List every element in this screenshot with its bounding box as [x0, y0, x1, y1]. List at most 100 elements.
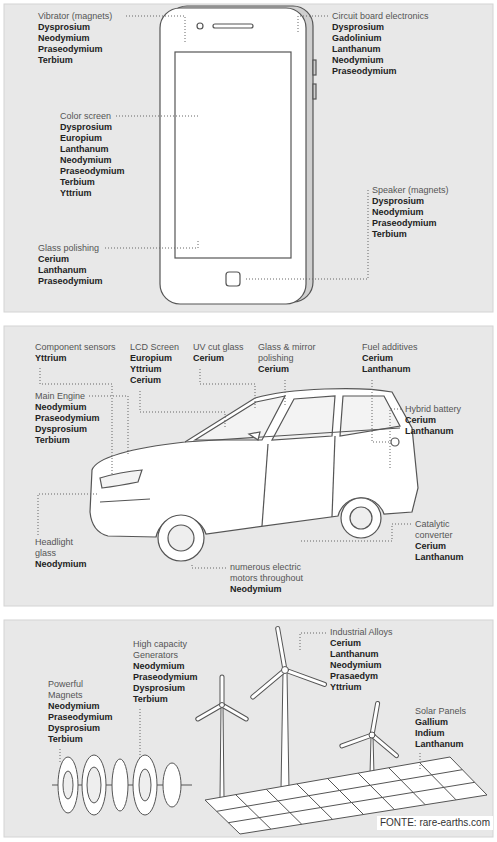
- callout: UV cut glassCerium: [193, 342, 244, 364]
- element-name: Lanthanum: [38, 265, 103, 276]
- element-name: Prasaedym: [330, 671, 393, 682]
- element-name: Terbium: [133, 694, 195, 705]
- element-name: Dysprosium: [48, 723, 96, 734]
- element-name: Terbium: [48, 734, 96, 745]
- element-name: Neodymium: [230, 584, 315, 595]
- callout: numerous electric motors throughoutNeody…: [230, 562, 315, 595]
- callout: LCD ScreenEuropiumYttriumCerium: [130, 342, 179, 386]
- element-name: Indium: [415, 728, 466, 739]
- part-name: Glass & mirror polishing: [258, 342, 324, 364]
- element-name: Cerium: [38, 254, 103, 265]
- element-name: Neodymium: [35, 402, 100, 413]
- panel: [4, 620, 493, 837]
- part-name: Circuit board electronics: [332, 11, 429, 22]
- callout: Fuel additivesCeriumLanthanum: [362, 342, 418, 375]
- element-name: Dysprosium: [133, 683, 195, 694]
- panel: [4, 4, 493, 312]
- part-name: LCD Screen: [130, 342, 179, 353]
- element-name: Praseodymium: [35, 413, 100, 424]
- part-name: Glass polishing: [38, 243, 103, 254]
- element-name: Praseodymium: [372, 218, 449, 229]
- element-name: Cerium: [362, 353, 418, 364]
- element-name: Lanthanum: [60, 144, 125, 155]
- callout: Glass polishingCeriumLanthanumPraseodymi…: [38, 243, 103, 287]
- leader-line: [38, 368, 411, 568]
- element-name: Cerium: [415, 541, 465, 552]
- element-name: Lanthanum: [332, 44, 429, 55]
- generator-drawing: [52, 755, 192, 815]
- element-name: Neodymium: [35, 559, 83, 570]
- part-name: UV cut glass: [193, 342, 244, 353]
- callout: Catalytic converterCeriumLanthanum: [415, 519, 465, 563]
- part-name: Headlight glass: [35, 537, 83, 559]
- element-name: Europium: [60, 133, 125, 144]
- callout: Main EngineNeodymiumPraseodymiumDysprosi…: [35, 391, 100, 446]
- element-name: Praseodymium: [38, 44, 112, 55]
- part-name: Catalytic converter: [415, 519, 465, 541]
- element-name: Praseodymium: [332, 66, 429, 77]
- element-name: Dysprosium: [35, 424, 100, 435]
- callout: High capacity GeneratorsNeodymiumPraseod…: [133, 639, 195, 705]
- element-name: Dysprosium: [38, 22, 112, 33]
- element-name: Lanthanum: [405, 426, 461, 437]
- element-name: Neodymium: [372, 207, 449, 218]
- element-name: Praseodymium: [48, 712, 96, 723]
- element-name: Cerium: [130, 375, 179, 386]
- part-name: Industrial Alloys: [330, 627, 393, 638]
- element-name: Lanthanum: [415, 552, 465, 563]
- element-name: Neodymium: [60, 155, 125, 166]
- callout: Speaker (magnets)DysprosiumNeodymiumPras…: [372, 185, 449, 240]
- element-name: Europium: [130, 353, 179, 364]
- panel: [4, 326, 493, 606]
- phone-drawing: [160, 6, 316, 304]
- callout: Glass & mirror polishingCerium: [258, 342, 324, 375]
- element-name: Praseodymium: [38, 276, 103, 287]
- part-name: numerous electric motors throughout: [230, 562, 315, 584]
- part-name: Powerful Magnets: [48, 679, 96, 701]
- element-name: Gadolinium: [332, 33, 429, 44]
- element-name: Lanthanum: [330, 649, 393, 660]
- element-name: Yttrium: [35, 353, 116, 364]
- element-name: Terbium: [35, 435, 100, 446]
- callout: Hybrid batteryCeriumLanthanum: [405, 404, 461, 437]
- callout: Color screenDysprosiumEuropiumLanthanumN…: [60, 111, 125, 199]
- element-name: Yttrium: [130, 364, 179, 375]
- element-name: Dysprosium: [332, 22, 429, 33]
- element-name: Lanthanum: [362, 364, 418, 375]
- callout: FONTE: rare-earths.com: [377, 816, 493, 830]
- part-name: Fuel additives: [362, 342, 418, 353]
- callout: Vibrator (magnets)DysprosiumNeodymiumPra…: [38, 11, 112, 66]
- element-name: Neodymium: [133, 661, 195, 672]
- callout: Component sensorsYttrium: [35, 342, 116, 364]
- source-note: FONTE: rare-earths.com: [377, 816, 493, 830]
- element-name: Neodymium: [332, 55, 429, 66]
- element-name: Yttrium: [330, 682, 393, 693]
- element-name: Lanthanum: [415, 739, 466, 750]
- element-name: Cerium: [405, 415, 461, 426]
- element-name: Cerium: [258, 364, 324, 375]
- element-name: Dysprosium: [372, 196, 449, 207]
- turbine-blade: [198, 629, 397, 756]
- part-name: Vibrator (magnets): [38, 11, 112, 22]
- element-name: Neodymium: [38, 33, 112, 44]
- part-name: Speaker (magnets): [372, 185, 449, 196]
- element-name: Terbium: [372, 229, 449, 240]
- part-name: Color screen: [60, 111, 125, 122]
- element-name: Neodymium: [48, 701, 96, 712]
- element-name: Terbium: [38, 55, 112, 66]
- part-name: Component sensors: [35, 342, 116, 353]
- leader-line: [105, 16, 368, 279]
- element-name: Cerium: [330, 638, 393, 649]
- callout: Powerful MagnetsNeodymiumPraseodymiumDys…: [48, 679, 96, 745]
- car-drawing: [90, 389, 418, 561]
- element-name: Praseodymium: [133, 672, 195, 683]
- part-name: Main Engine: [35, 391, 100, 402]
- callout: Headlight glassNeodymium: [35, 537, 83, 570]
- part-name: High capacity Generators: [133, 639, 195, 661]
- callout: Circuit board electronicsDysprosiumGadol…: [332, 11, 429, 77]
- element-name: Terbium: [60, 177, 125, 188]
- element-name: Cerium: [193, 353, 244, 364]
- element-name: Gallium: [415, 717, 466, 728]
- callout: Solar PanelsGalliumIndiumLanthanum: [415, 706, 466, 750]
